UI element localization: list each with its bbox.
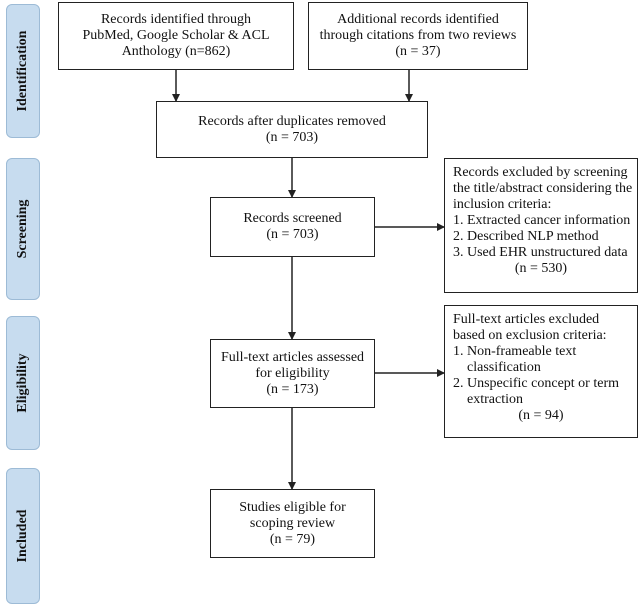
studies-eligible-box: Studies eligible for scoping review (n =… <box>210 489 375 558</box>
box-line: 3. Used EHR unstructured data <box>453 245 628 260</box>
excluded-screening-box: Records excluded by screening the title/… <box>444 158 638 293</box>
box-line: through citations from two reviews <box>319 28 517 43</box>
box-line: (n = 173) <box>266 381 319 397</box>
stage-eligibility: Eligibility <box>6 316 40 450</box>
box-line: Records screened <box>243 211 342 226</box>
box-line: classification <box>467 360 541 375</box>
stage-identification: Identification <box>6 4 40 138</box>
box-line: PubMed, Google Scholar & ACL <box>82 28 270 43</box>
box-line: based on exclusion criteria: <box>453 328 607 343</box>
records-screened-box: Records screened (n = 703) <box>210 197 375 257</box>
fulltext-assessed-box: Full-text articles assessed for eligibil… <box>210 339 375 408</box>
box-count: (n = 530) <box>514 261 568 276</box>
box-line: Records excluded by screening <box>453 165 628 180</box>
box-line: Anthology (n=862) <box>121 44 231 59</box>
box-line: the title/abstract considering the <box>453 181 633 196</box>
box-line: for eligibility <box>255 365 330 381</box>
box-line: 1. Extracted cancer information <box>453 213 631 228</box>
box-line: Studies eligible for <box>239 499 346 515</box>
box-line: Full-text articles assessed <box>220 349 365 365</box>
after-duplicates-box: Records after duplicates removed (n = 70… <box>156 101 428 158</box>
box-line: Full-text articles excluded <box>453 312 600 327</box>
additional-records-box: Additional records identified through ci… <box>308 2 528 70</box>
box-line: (n = 703) <box>265 129 319 145</box>
box-line: (n = 79) <box>269 531 316 547</box>
box-line: scoping review <box>249 515 336 531</box>
box-line: Records identified through <box>100 12 252 27</box>
box-line: extraction <box>467 392 523 407</box>
box-line: 2. Unspecific concept or term <box>453 376 619 391</box>
box-line: 2. Described NLP method <box>453 229 599 244</box>
box-line: Records after duplicates removed <box>198 113 386 129</box>
box-line: (n = 703) <box>266 227 319 242</box>
box-line: 1. Non-frameable text <box>453 344 577 359</box>
stage-screening: Screening <box>6 158 40 300</box>
stage-included: Included <box>6 468 40 604</box>
box-count: (n = 94) <box>518 408 564 423</box>
fulltext-excluded-box: Full-text articles excluded based on exc… <box>444 305 638 438</box>
box-line: inclusion criteria: <box>453 197 552 212</box>
records-identified-box: Records identified through PubMed, Googl… <box>58 2 294 70</box>
box-line: Additional records identified <box>337 12 499 27</box>
box-line: (n = 37) <box>395 44 441 59</box>
